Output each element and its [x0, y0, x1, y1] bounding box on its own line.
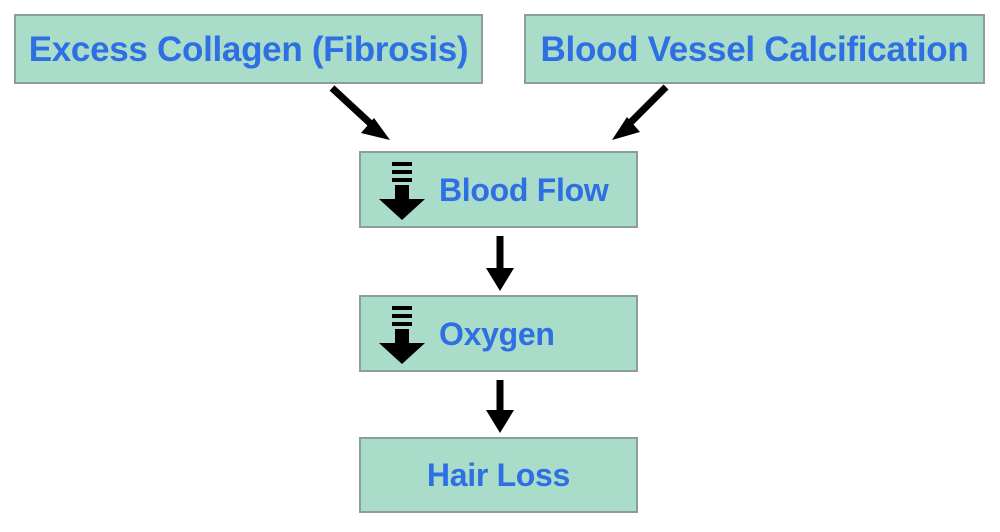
- node-label-blood-flow: Blood Flow: [439, 171, 609, 208]
- edge-bloodflow-to-oxygen: [486, 236, 514, 291]
- node-label-blood-vessel-calcification: Blood Vessel Calcification: [540, 29, 969, 69]
- node-excess-collagen[interactable]: Excess Collagen (Fibrosis): [14, 14, 483, 84]
- node-hair-loss[interactable]: Hair Loss: [359, 437, 638, 513]
- decrease-down-arrow-icon-blood-flow: [379, 161, 425, 220]
- edge-collagen-to-bloodflow: [329, 85, 390, 140]
- node-label-hair-loss: Hair Loss: [426, 457, 571, 493]
- node-blood-vessel-calcification[interactable]: Blood Vessel Calcification: [524, 14, 985, 84]
- node-blood-flow[interactable]: Blood Flow: [359, 151, 638, 228]
- node-oxygen[interactable]: Oxygen: [359, 295, 638, 372]
- edge-calcification-to-bloodflow: [612, 84, 669, 140]
- node-label-excess-collagen: Excess Collagen (Fibrosis): [28, 29, 469, 69]
- blood-flow-content: Blood Flow: [361, 161, 609, 220]
- node-label-oxygen: Oxygen: [439, 315, 555, 352]
- oxygen-content: Oxygen: [361, 305, 555, 364]
- decrease-down-arrow-icon-oxygen: [379, 305, 425, 364]
- edge-oxygen-to-hairloss: [486, 380, 514, 433]
